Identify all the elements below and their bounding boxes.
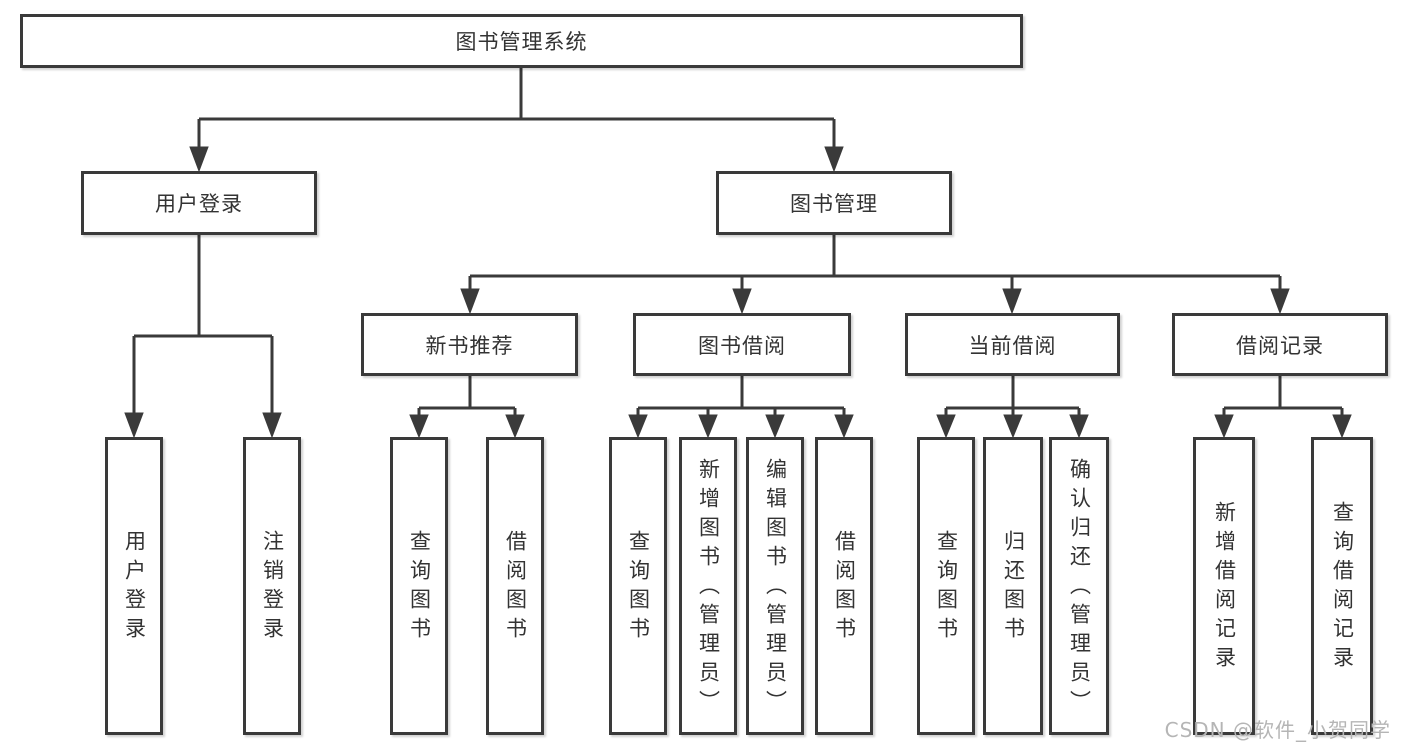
connector-root-to-level1 [189, 68, 844, 173]
leaf-return-books: 归还图书 [983, 437, 1043, 735]
connector-current-to-leaves [936, 376, 1089, 439]
connector-borrow-to-leaves [628, 376, 854, 439]
node-new-book-recommend: 新书推荐 [361, 313, 578, 376]
leaf-query-books-current: 查询图书 [917, 437, 975, 735]
node-user-login: 用户登录 [81, 171, 317, 235]
connector-newbook-to-leaves [409, 376, 525, 439]
leaf-confirm-return-admin: 确认归还（管理员） [1049, 437, 1109, 735]
leaf-add-books-admin: 新增图书（管理员） [679, 437, 737, 735]
leaf-query-books-recommend: 查询图书 [390, 437, 448, 735]
node-current-borrow: 当前借阅 [905, 313, 1120, 376]
csdn-watermark: CSDN @软件_小贺同学 [1164, 718, 1391, 742]
leaf-add-borrow-record: 新增借阅记录 [1193, 437, 1255, 735]
node-borrow-records: 借阅记录 [1172, 313, 1388, 376]
node-book-management: 图书管理 [716, 171, 952, 235]
leaf-query-books-borrow: 查询图书 [609, 437, 667, 735]
connector-management-to-level2 [460, 235, 1290, 315]
leaf-borrow-books-recommend: 借阅图书 [486, 437, 544, 735]
node-book-borrow: 图书借阅 [633, 313, 851, 376]
connector-login-to-leaves [124, 235, 282, 439]
leaf-query-borrow-record: 查询借阅记录 [1311, 437, 1373, 735]
connector-records-to-leaves [1214, 376, 1352, 439]
node-root-system: 图书管理系统 [20, 14, 1023, 68]
leaf-borrow-books: 借阅图书 [815, 437, 873, 735]
leaf-logout-login: 注销登录 [243, 437, 301, 735]
leaf-user-login: 用户登录 [105, 437, 163, 735]
leaf-edit-books-admin: 编辑图书（管理员） [746, 437, 804, 735]
